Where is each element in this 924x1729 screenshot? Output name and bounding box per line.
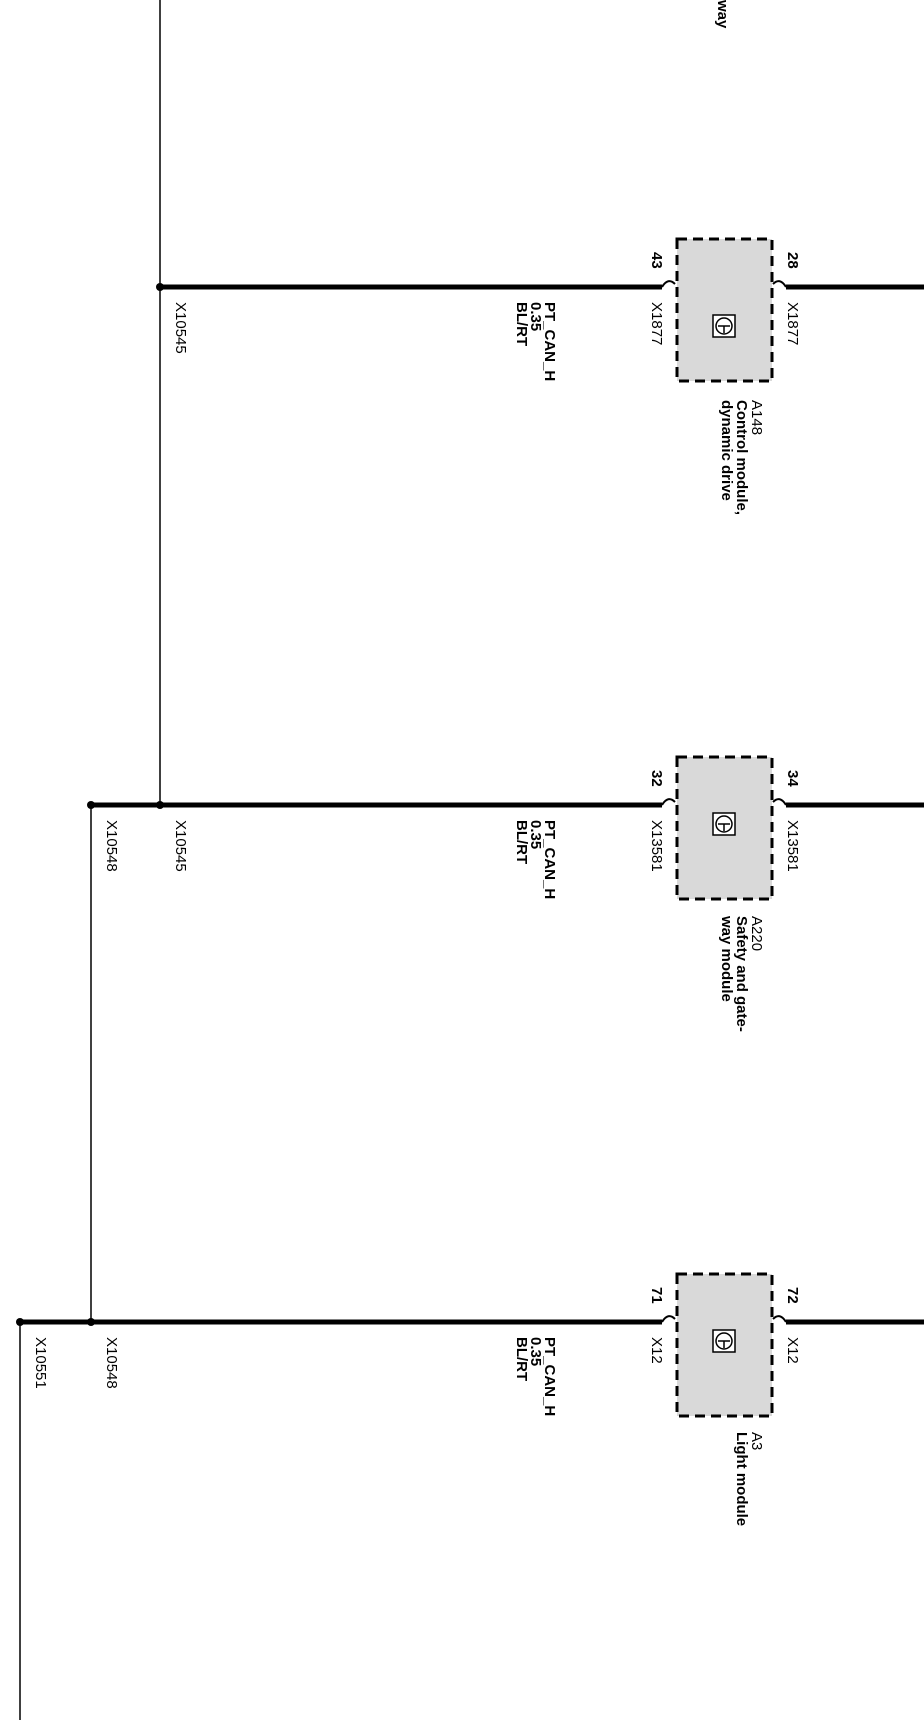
splice-dot	[156, 283, 164, 291]
splice-label: X10545	[172, 820, 189, 872]
pin-out-label: 72	[784, 1287, 801, 1304]
connector-in-label: X13581	[648, 820, 665, 872]
wire-color-label: BL/RT	[513, 1337, 530, 1381]
wire-color-label: BL/RT	[513, 820, 530, 864]
module-box-a148[interactable]	[675, 237, 774, 383]
splice-dot	[87, 801, 95, 809]
pin-in-label: 43	[648, 252, 665, 269]
row-a220: 32 34 X13581 X13581 A220 Safety and gate…	[87, 755, 924, 1032]
wire-signal-label: PT_CAN_H	[541, 820, 558, 899]
module-id: A3	[748, 1432, 765, 1450]
connector-hook-in	[661, 1315, 676, 1323]
control-unit-icon	[715, 317, 733, 335]
wire-gauge-label: 0.35	[527, 302, 544, 331]
row-a3: 71 72 X12 X12 A3 Light module PT_CAN_H 0…	[16, 1272, 924, 1526]
pin-in-label: 71	[648, 1287, 665, 1304]
module-name-line2: way module	[718, 915, 735, 1002]
splice-dot	[16, 1318, 24, 1326]
wire-gauge-label: 0.35	[527, 820, 544, 849]
module-name-line1: Safety and gate-	[733, 916, 750, 1032]
module-name-line2: dynamic drive	[718, 400, 735, 501]
splice-label: X10545	[172, 302, 189, 354]
module-name-line1: Light module	[733, 1432, 750, 1526]
connector-in-label: X12	[648, 1337, 665, 1364]
connector-hook-out	[772, 1315, 787, 1323]
pin-in-label: 32	[648, 770, 665, 787]
splice-dot	[87, 1318, 95, 1326]
module-name-line1: Control module,	[733, 400, 750, 515]
control-unit-icon	[715, 815, 733, 833]
wire-gauge-label: 0.35	[527, 1337, 544, 1366]
splice-label: X10548	[103, 1337, 120, 1389]
connector-hook-in	[661, 798, 676, 806]
module-id: A220	[748, 916, 765, 951]
splice-left-label: X10551	[32, 1337, 49, 1389]
row-a148: 43 28 X1877 X1877 A148 Control module, d…	[156, 237, 924, 515]
wire-color-label: BL/RT	[513, 302, 530, 346]
wire-signal-label: PT_CAN_H	[541, 302, 558, 381]
wire-signal-label: PT_CAN_H	[541, 1337, 558, 1416]
pin-out-label: 28	[784, 252, 801, 269]
pin-out-label: 34	[784, 770, 801, 787]
connector-hook-out	[772, 798, 787, 806]
connector-out-label: X13581	[784, 820, 801, 872]
top-fragment-label: way	[714, 0, 731, 29]
connector-out-label: X12	[784, 1337, 801, 1364]
splice-dot	[156, 801, 164, 809]
splice-left-label: X10548	[103, 820, 120, 872]
connector-hook-out	[772, 280, 787, 288]
connector-hook-in	[661, 280, 676, 288]
control-unit-icon	[715, 1332, 733, 1350]
module-id: A148	[748, 400, 765, 435]
connector-in-label: X1877	[648, 302, 665, 345]
connector-out-label: X1877	[784, 302, 801, 345]
